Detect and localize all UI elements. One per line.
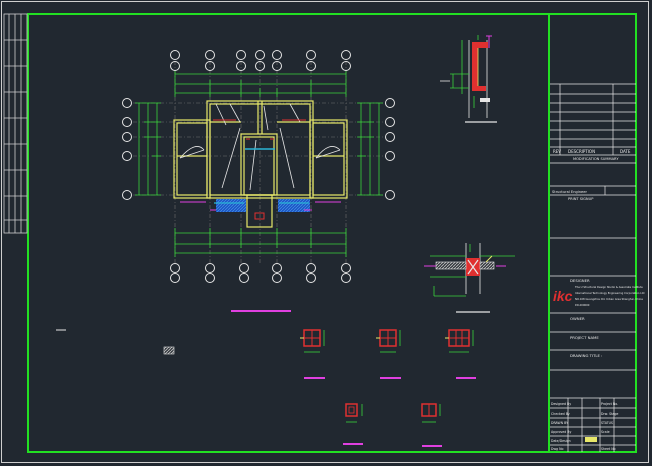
- grid-bubble: [236, 50, 246, 60]
- grid-bubble: [385, 98, 395, 108]
- grid-bubble: [122, 98, 132, 108]
- drawing-title-label: DRAWING TITLE :: [570, 353, 602, 358]
- approved-by-label: Approved By: [551, 430, 571, 434]
- svg-text:ikc: ikc: [553, 288, 573, 304]
- grid-bubble: [255, 61, 265, 71]
- grid-bubble: [170, 273, 180, 283]
- grid-bubble: [385, 117, 395, 127]
- grid-bubble: [122, 117, 132, 127]
- dwg-no-label: Dwg No: [551, 447, 563, 451]
- grid-bubble: [306, 61, 316, 71]
- designed-by-label: Designed By: [551, 402, 571, 406]
- grid-bubble: [122, 132, 132, 142]
- scale-label: Scale: [601, 430, 610, 434]
- grid-bubble: [205, 263, 215, 273]
- grid-bubble: [341, 61, 351, 71]
- column-detail: [343, 403, 363, 445]
- column-details: [300, 329, 476, 447]
- grid-bubble: [385, 151, 395, 161]
- grid-bubbles-left: [122, 98, 132, 200]
- print-label: PRINT SIGNUP: [568, 197, 594, 201]
- grid-bubble: [341, 273, 351, 283]
- grid-bubble: [272, 273, 282, 283]
- engineer-label: Structural Engineer: [552, 190, 587, 194]
- grid-bubble: [385, 190, 395, 200]
- grid-bubble: [205, 50, 215, 60]
- ikc-logo-icon: ikc: [553, 288, 573, 304]
- revision-strip: [3, 13, 28, 234]
- project-no-label: Project No.: [601, 402, 618, 406]
- grid-bubble: [272, 61, 282, 71]
- drawn-by-label: DRAWN BY: [551, 421, 568, 425]
- designer-line-1: The U Structural Design Studio & Associa…: [575, 285, 643, 289]
- designer-line-3: NO.108 Guangzhou Rd. Urban Area Shanghai…: [575, 297, 643, 301]
- title-block: REV DESCRIPTION DATE MODIFICATION SUMMAR…: [550, 83, 645, 452]
- modification-label: MODIFICATION SUMMARY: [573, 157, 619, 161]
- owner-label: OWNER: [570, 316, 585, 321]
- grid-bubble: [239, 273, 249, 283]
- section-detail-middle: [424, 243, 515, 313]
- checked-by-label: Checked By: [551, 412, 570, 416]
- designer-line-4: P.R.200000: [575, 303, 590, 307]
- dimension-lines: [135, 70, 383, 257]
- walls: [173, 100, 348, 228]
- grid-bubble: [306, 50, 316, 60]
- date-label: DATE: [620, 149, 631, 154]
- grid-bubble: [122, 190, 132, 200]
- grid-bubble: [272, 50, 282, 60]
- sheet-no-label: Sheet No: [601, 447, 616, 451]
- approval-stamp: [585, 437, 597, 442]
- grid-bubble: [170, 263, 180, 273]
- rev-label: REV: [553, 149, 561, 154]
- grid-bubbles-top: [170, 50, 351, 71]
- column-detail: [421, 403, 442, 447]
- column-detail: [376, 329, 401, 379]
- column-detail: [445, 329, 476, 379]
- grid-bubble: [170, 50, 180, 60]
- grid-bubbles-right: [385, 98, 395, 200]
- project-label: PROJECT NAME: [570, 335, 599, 340]
- grid-bubble: [170, 61, 180, 71]
- grid-bubble: [306, 263, 316, 273]
- grid-bubble: [255, 50, 265, 60]
- date-design-label: Date/Design: [551, 439, 571, 443]
- designer-label: DESIGNER: [570, 278, 590, 283]
- grid-bubble: [122, 151, 132, 161]
- grid-bubble: [205, 273, 215, 283]
- opening-marks: [213, 119, 306, 220]
- grid-bubble: [239, 263, 249, 273]
- grid-bubble: [272, 263, 282, 273]
- grid-bubble: [306, 273, 316, 283]
- grid-bubble: [341, 263, 351, 273]
- floor-plan: [122, 50, 395, 312]
- grid-bubble: [236, 61, 246, 71]
- drw-stage-label: Drw. Stage: [601, 412, 618, 416]
- plan-magenta: [180, 201, 341, 211]
- slab-hatch: [214, 148, 310, 212]
- status-label: STATUS: [601, 421, 613, 425]
- description-label: DESCRIPTION: [568, 149, 595, 154]
- column-detail: [300, 329, 325, 379]
- section-detail-top: [440, 35, 497, 123]
- designer-line-2: International Technology Engineering Cor…: [575, 291, 645, 295]
- grid-axes: [133, 61, 383, 265]
- grid-bubble: [205, 61, 215, 71]
- grid-bubble: [385, 132, 395, 142]
- legend: [56, 329, 175, 355]
- grid-bubble: [341, 50, 351, 60]
- grid-bubbles-bottom: [170, 263, 351, 283]
